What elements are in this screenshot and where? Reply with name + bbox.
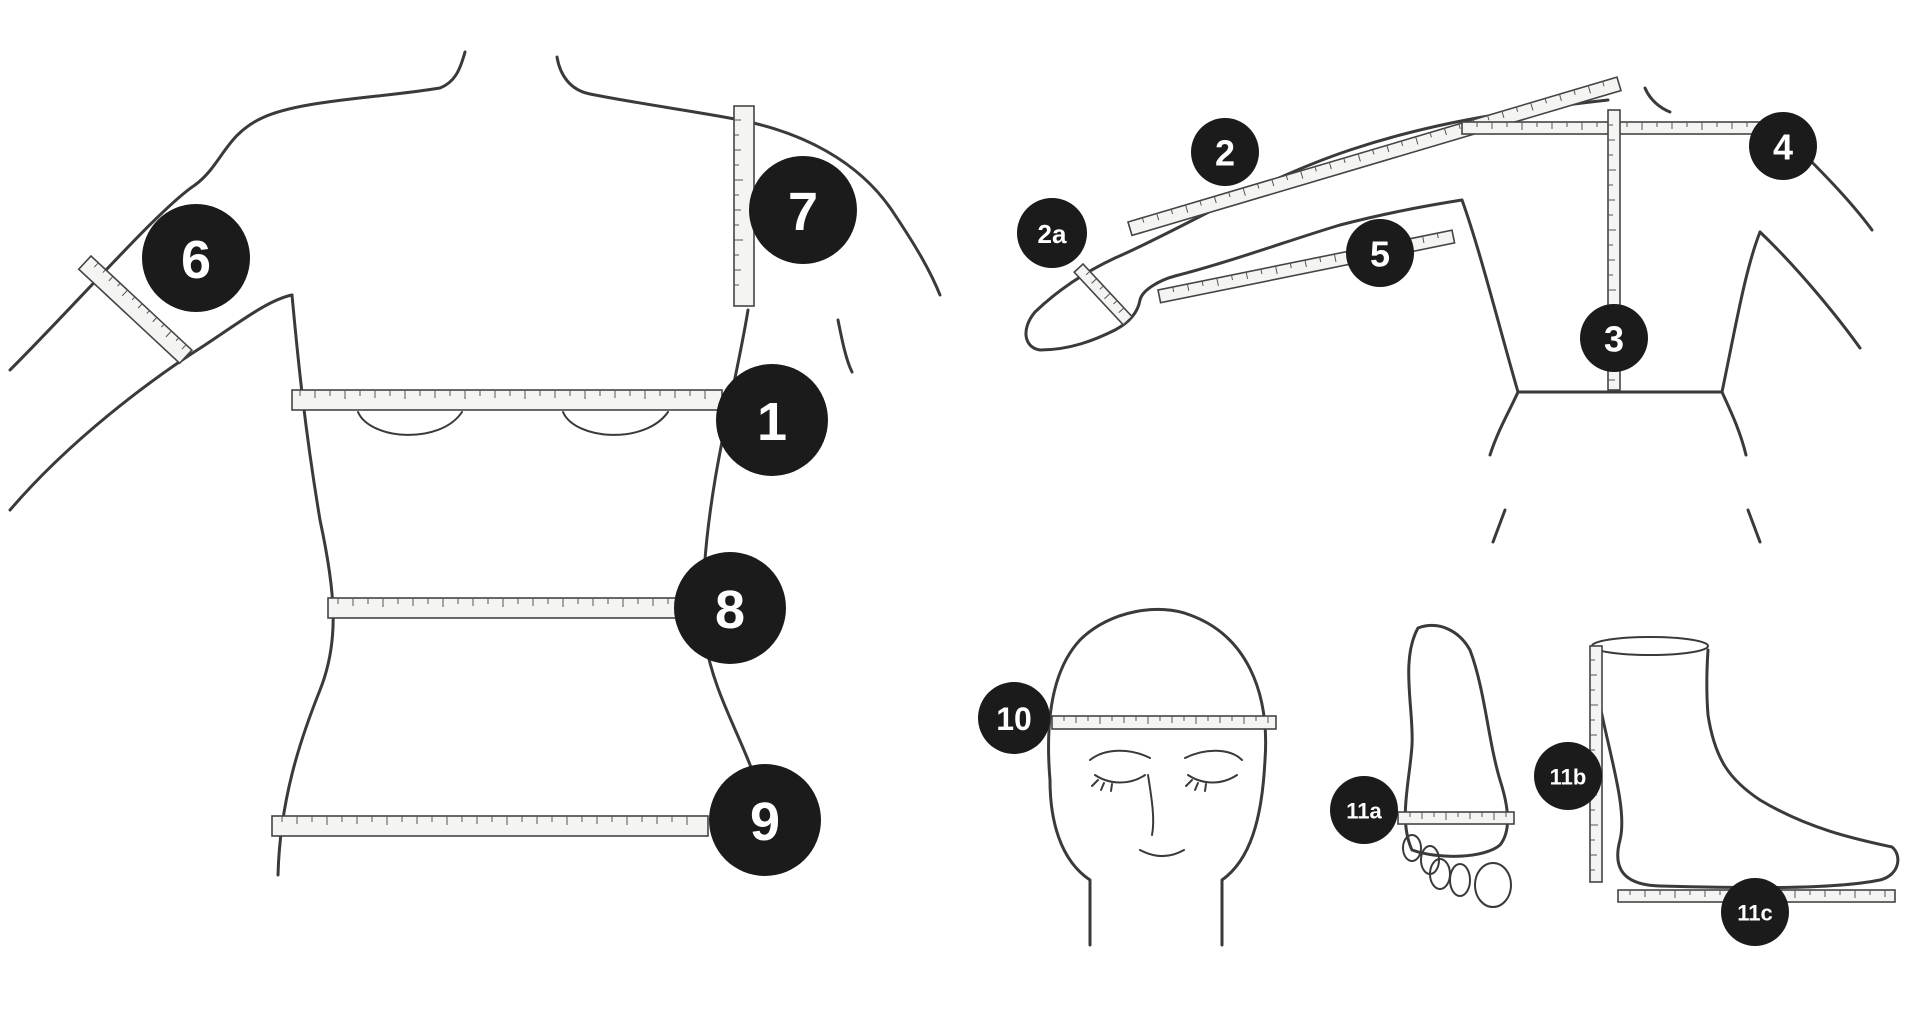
svg-text:10: 10 [996, 701, 1032, 737]
foot-sole-figure [1402, 623, 1512, 908]
svg-text:11b: 11b [1550, 765, 1587, 790]
tape-bust [291, 389, 723, 411]
badge-7: 7 [749, 156, 857, 264]
svg-text:11a: 11a [1346, 799, 1382, 824]
tape-head [1051, 715, 1277, 730]
badge-8: 8 [674, 552, 786, 664]
svg-text:7: 7 [788, 182, 818, 242]
badge-6: 6 [142, 204, 250, 312]
svg-text:2: 2 [1215, 133, 1235, 174]
tape-wrist [1073, 262, 1134, 326]
foot-side-figure [1590, 636, 1900, 890]
back-arm-figure [1024, 86, 1874, 544]
badge-11b: 11b [1534, 742, 1602, 810]
svg-text:5: 5 [1370, 234, 1390, 275]
svg-text:4: 4 [1773, 127, 1793, 168]
tape-upper-arm [77, 254, 194, 365]
badge-2a: 2a [1017, 198, 1087, 268]
badge-4: 4 [1749, 112, 1817, 180]
badge-9: 9 [709, 764, 821, 876]
svg-text:1: 1 [757, 392, 787, 452]
svg-text:11c: 11c [1737, 901, 1773, 926]
tape-arm-length [1127, 76, 1622, 237]
svg-text:2a: 2a [1038, 219, 1067, 249]
tape-foot-width [1397, 811, 1515, 825]
tape-hips [271, 815, 709, 837]
head-figure [1047, 607, 1268, 947]
badge-11a: 11a [1330, 776, 1398, 844]
svg-text:6: 6 [181, 230, 211, 290]
badge-2: 2 [1191, 118, 1259, 186]
badge-3: 3 [1580, 304, 1648, 372]
tape-waist [327, 597, 679, 619]
badge-1: 1 [716, 364, 828, 476]
badge-10: 10 [978, 682, 1050, 754]
badge-11c: 11c [1721, 878, 1789, 946]
svg-text:8: 8 [715, 580, 745, 640]
svg-text:9: 9 [750, 792, 780, 852]
badge-5: 5 [1346, 219, 1414, 287]
svg-text:3: 3 [1604, 319, 1624, 360]
